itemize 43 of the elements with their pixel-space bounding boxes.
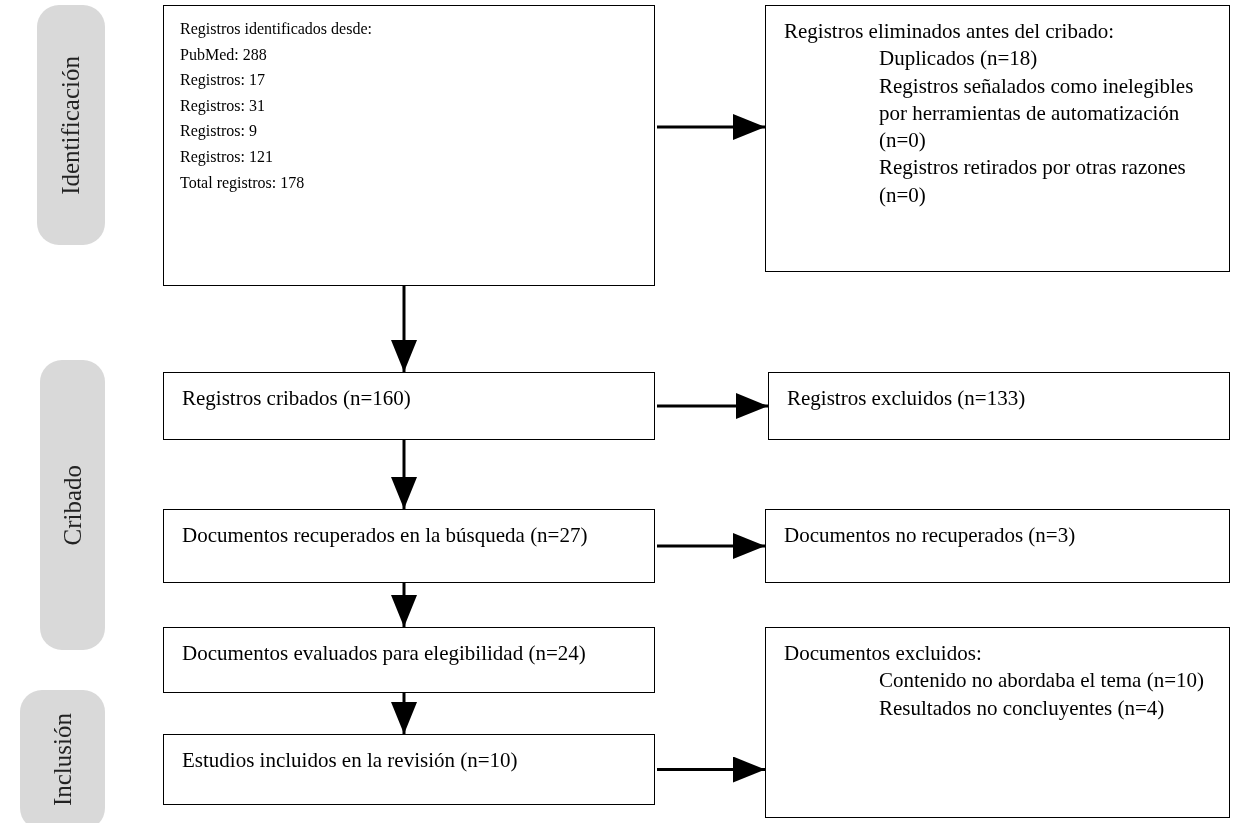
arrow [657,756,765,783]
process-box [768,372,1230,440]
box-text: Contenido no abordaba el tema (n=10) [878,667,1205,695]
stage-band [40,360,105,650]
process-box [163,509,655,583]
box-text: Registros: 9 [180,121,258,142]
process-box [163,372,655,440]
box-text: Resultados no concluyentes (n=4) [878,694,1166,722]
process-box [163,627,655,693]
box-text: Registros: 31 [180,95,266,117]
arrow [657,533,765,559]
process-box [163,734,655,805]
stage-label: Cribado [58,464,87,546]
stage-label: Inclusión [48,713,77,807]
box-text: Total registros: 178 [180,172,306,194]
box-text: Documentos evaluados para elegibilidad (n=24) [182,640,587,667]
box-heading: Documentos excluidos: [784,640,983,667]
arrow [657,114,765,140]
process-box [765,627,1230,818]
process-box [163,5,655,286]
box-text: Registros: 121 [180,146,274,168]
box-text: Registros cribados (n=160) [182,385,412,412]
box-text: Registros señalados como inelegibles por herramientas de automatización (n=0) [878,72,1195,155]
box-text: Documentos recuperados en la búsqueda (n=27) [182,522,589,549]
box-text: Duplicados (n=18) [878,45,1039,73]
box-text: PubMed: 288 [180,44,268,65]
stage-label: Identificación [57,55,85,195]
arrow [391,583,417,627]
arrow [391,440,417,509]
arrow [391,286,417,372]
box-heading: Registros eliminados antes del cribado: [784,18,1116,45]
box-text: Registros excluidos (n=133) [787,385,1027,412]
box-text: Documentos no recuperados (n=3) [784,522,1077,549]
box-text: Estudios incluidos en la revisión (n=10) [182,747,519,774]
process-box [765,5,1230,272]
process-box [765,509,1230,583]
box-text: Registros retirados por otras razones (n=0) [878,154,1187,209]
box-text: Registros: 17 [180,70,266,91]
stage-band [37,5,105,245]
box-heading: Registros identificados desde: [180,19,373,40]
arrow [657,393,768,419]
arrow [391,693,417,734]
stage-band [20,690,105,823]
